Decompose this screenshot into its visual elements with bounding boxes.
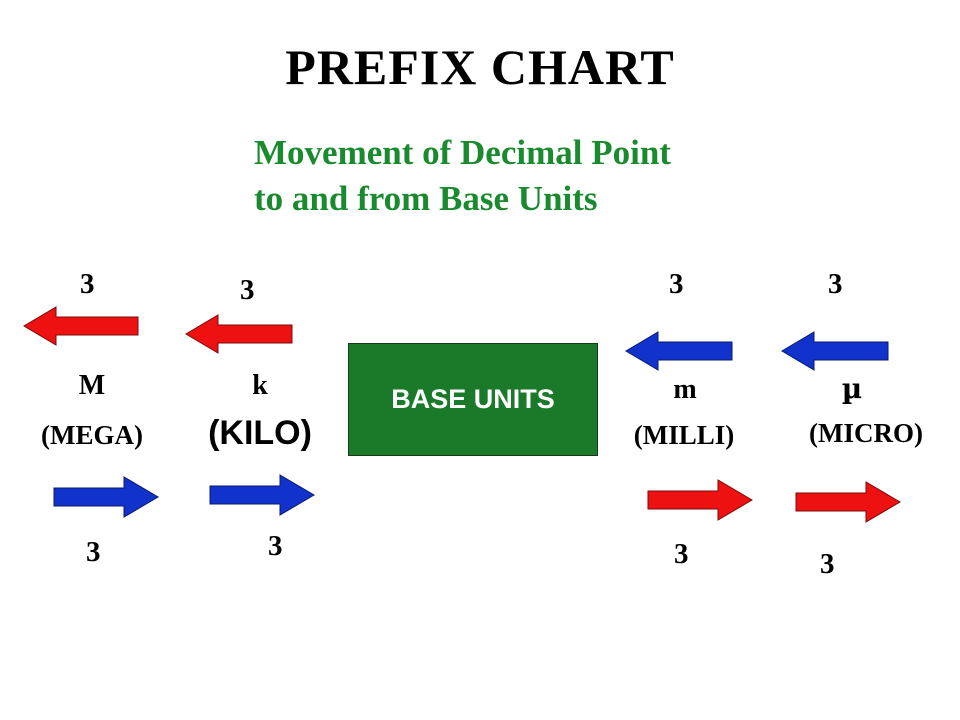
milli-left-arrow — [625, 331, 733, 371]
mega-name: (MEGA) — [41, 420, 143, 450]
mega-right-count: 3 — [86, 536, 101, 568]
subtitle-line-2: to and from Base Units — [254, 179, 598, 218]
micro-left-count: 3 — [828, 268, 843, 300]
mega-left-arrow — [23, 306, 139, 346]
milli-name: (MILLI) — [633, 420, 735, 450]
milli-left-count: 3 — [669, 268, 684, 300]
micro-symbol: µ — [841, 372, 863, 405]
kilo-name: (KILO) — [208, 414, 312, 452]
micro-left-arrow — [781, 331, 889, 371]
base-units-label: BASE UNITS — [391, 384, 555, 414]
page-title: PREFIX CHART — [285, 39, 675, 95]
kilo-symbol: k — [252, 370, 268, 401]
milli-right-count: 3 — [674, 538, 689, 570]
micro-right-count: 3 — [820, 548, 835, 580]
kilo-right-count: 3 — [268, 530, 283, 562]
milli-right-arrow — [647, 479, 753, 521]
subtitle-line-1: Movement of Decimal Point — [254, 133, 671, 172]
kilo-left-arrow — [185, 314, 293, 354]
micro-right-arrow — [795, 481, 901, 523]
mega-left-count: 3 — [80, 268, 95, 300]
mega-right-arrow — [53, 476, 159, 518]
subtitle: Movement of Decimal Point to and from Ba… — [254, 130, 671, 222]
base-units-box: BASE UNITS — [348, 343, 598, 456]
mega-symbol: M — [78, 370, 106, 401]
kilo-right-arrow — [209, 474, 315, 516]
milli-symbol: m — [673, 374, 697, 405]
kilo-left-count: 3 — [240, 274, 255, 306]
micro-name: (MICRO) — [809, 418, 923, 448]
